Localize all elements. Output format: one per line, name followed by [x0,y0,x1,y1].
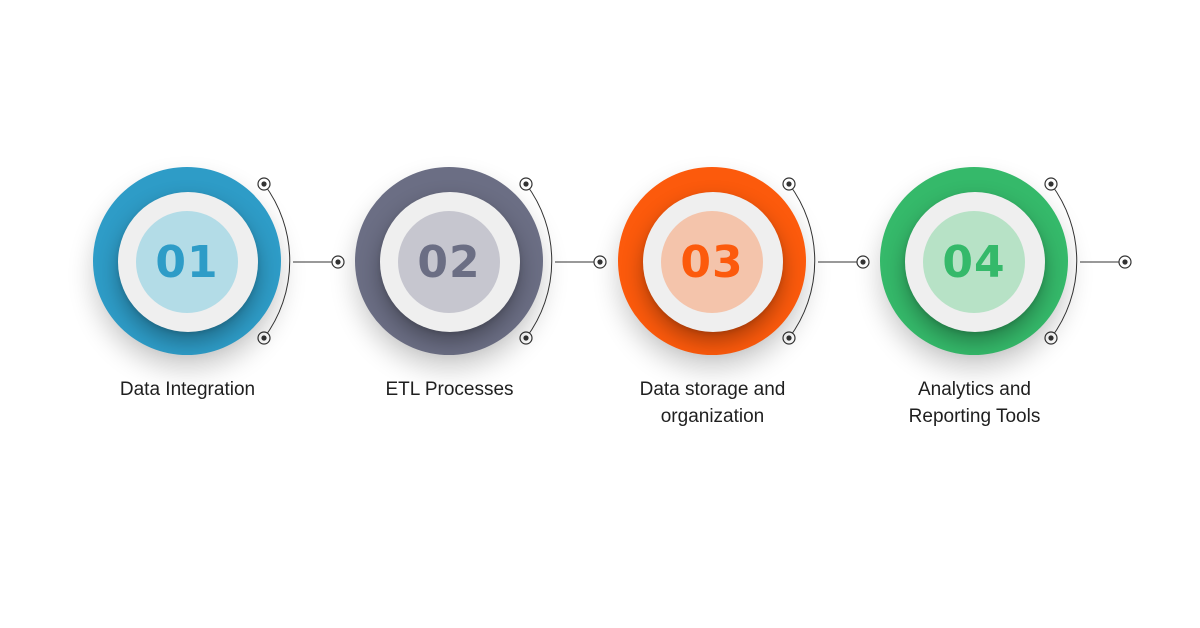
connector-arcs [782,177,870,345]
step-label: Analytics and Reporting Tools [908,379,1041,427]
connector-node-top [1044,177,1058,191]
step-label: ETL Processes [385,379,514,400]
connector-node-top [257,177,271,191]
connector-arc [525,183,553,339]
number-badge: 04 [923,211,1025,313]
connector-node-bottom [257,331,271,345]
connector-arc [1050,183,1078,339]
connector-arcs [1044,177,1132,345]
connector-arcs [519,177,607,345]
step-label: Data Integration [119,379,256,400]
connector-arc [263,183,291,339]
connector-node-top [782,177,796,191]
step-number: 01 [155,236,219,288]
connector-node-right [593,255,607,269]
step-2: 02 ETL Processes [307,0,607,628]
connector-arc [788,183,816,339]
connector-node-bottom [519,331,533,345]
step-number: 02 [417,236,481,288]
step-3: 03 Data storage and organization [570,0,870,628]
number-badge: 01 [136,211,238,313]
step-number: 04 [942,236,1006,288]
step-1: 01 Data Integration [45,0,345,628]
number-badge: 03 [661,211,763,313]
connector-node-right [331,255,345,269]
step-label: Data storage and organization [639,379,786,427]
step-number: 03 [680,236,744,288]
step-4: 04 Analytics and Reporting Tools [832,0,1132,628]
connector-node-top [519,177,533,191]
connector-node-right [1118,255,1132,269]
connector-node-right [856,255,870,269]
connector-node-bottom [1044,331,1058,345]
number-badge: 02 [398,211,500,313]
connector-arcs [257,177,345,345]
connector-node-bottom [782,331,796,345]
